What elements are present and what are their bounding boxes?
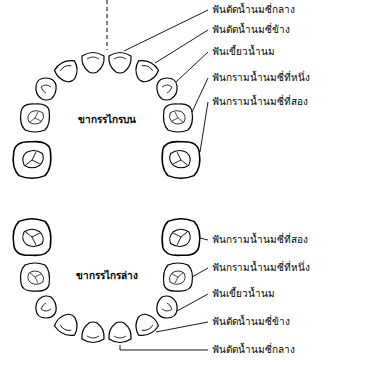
lower-central-incisor	[82, 322, 104, 343]
jaw-label: ขากรรไกรล่าง	[76, 269, 138, 283]
leader-line	[192, 268, 208, 277]
upper-lateral-incisor	[53, 58, 82, 86]
upper-first-molar	[164, 104, 193, 132]
lower-first-molar	[164, 263, 193, 291]
leader-line	[155, 30, 208, 63]
midline	[107, 0, 108, 50]
leader-line	[200, 102, 208, 152]
lower-lateral-incisor	[131, 310, 160, 338]
leader-line	[177, 294, 208, 311]
leader-line	[192, 78, 208, 112]
lower-canine	[36, 296, 56, 318]
upper-canine	[36, 78, 56, 100]
leader-line	[156, 322, 208, 332]
upper-lateral-incisor	[131, 58, 160, 86]
tooth-label: ฟันกรามน้ำนมซี่ที่หนึ่ง	[212, 71, 310, 85]
upper-first-molar	[21, 104, 50, 132]
upper-second-molar	[13, 142, 51, 179]
upper-canine	[157, 78, 177, 100]
leader-line	[124, 10, 208, 51]
lower-lateral-incisor	[53, 310, 82, 338]
tooth-label: ฟันเขี้ยวน้ำนม	[212, 287, 275, 301]
upper-central-incisor	[109, 53, 131, 74]
tooth-label: ฟันกรามน้ำนมซี่ที่สอง	[212, 95, 308, 109]
lower-second-molar	[13, 219, 51, 256]
lower-first-molar	[21, 263, 50, 291]
jaw-label: ขากรรไกรบน	[78, 113, 136, 127]
lower-central-incisor	[109, 322, 131, 343]
upper-second-molar	[162, 142, 200, 179]
tooth-label: ฟันกรามน้ำนมซี่ที่สอง	[212, 233, 308, 247]
leader-line	[120, 345, 208, 350]
tooth-label: ฟันกรามน้ำนมซี่ที่หนึ่ง	[212, 261, 310, 275]
tooth-label: ฟันตัดน้ำนมซี่กลาง	[212, 343, 295, 357]
upper-central-incisor	[82, 53, 104, 74]
tooth-label: ฟันเขี้ยวน้ำนม	[212, 45, 275, 59]
tooth-label: ฟันตัดน้ำนมซี่กลาง	[212, 3, 295, 17]
leader-line	[176, 52, 208, 82]
lower-second-molar	[162, 219, 200, 256]
tooth-label: ฟันตัดน้ำนมซี่ข้าง	[212, 315, 290, 329]
lower-canine	[157, 296, 177, 318]
leader-line	[200, 238, 208, 240]
tooth-label: ฟันตัดน้ำนมซี่ข้าง	[212, 23, 290, 37]
